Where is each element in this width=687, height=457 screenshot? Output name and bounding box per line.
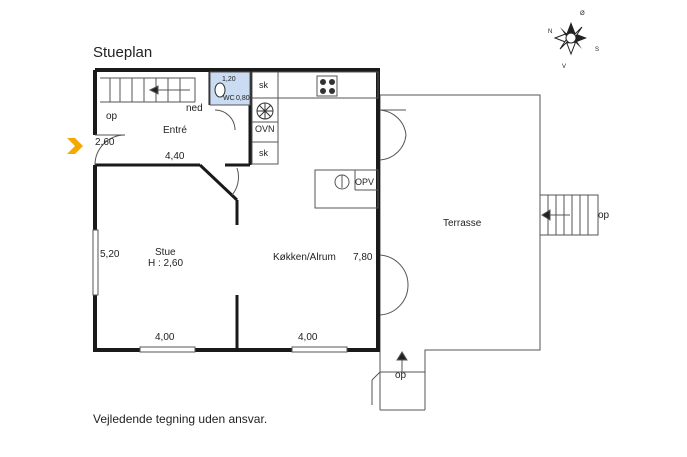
terrace-door-lower — [379, 254, 409, 316]
plan-title: Stueplan — [93, 44, 153, 61]
oven-label: OVN — [255, 124, 275, 134]
interior-walls — [95, 70, 252, 350]
interior-door — [231, 167, 239, 196]
entry-dim-bottom: 4,40 — [165, 151, 185, 162]
lower-stair-op-label: op — [395, 370, 407, 381]
entry-stair — [100, 77, 196, 103]
living-dim-side: 5,20 — [100, 249, 120, 260]
entry-door — [94, 134, 126, 166]
entry-dim-left: 2,60 — [95, 137, 115, 148]
terrace-name: Terrasse — [443, 218, 482, 229]
kitchen-dim-bottom: 4,00 — [298, 332, 318, 343]
wc-dim-w: 1,20 — [222, 76, 236, 83]
living-name: Stue — [155, 247, 176, 258]
hob-icon — [316, 75, 338, 97]
entry-label: Entré — [163, 125, 187, 136]
compass-v: V — [562, 64, 566, 70]
entry-arrow-icon — [67, 138, 83, 154]
living-height: H : 2,60 — [148, 258, 183, 269]
sk-bottom-label: sk — [259, 148, 269, 158]
kitchen-counter — [251, 71, 379, 165]
stair-ned-label: ned — [186, 103, 203, 114]
compass-icon — [553, 22, 587, 56]
kitchen-name: Køkken/Alrum — [273, 252, 336, 263]
stair-op-label: op — [106, 111, 118, 122]
terrace-stair-op-label: op — [598, 210, 610, 221]
kitchen-island — [314, 169, 379, 209]
room-labels: N S V Ø op ned Entré 2,60 4,40 1,20 WC 0… — [95, 11, 610, 381]
compass-s: S — [595, 47, 599, 53]
wc-label: WC — [223, 95, 235, 102]
compass-o: Ø — [580, 11, 585, 17]
kitchen-dim-side: 7,80 — [353, 252, 373, 263]
windows — [92, 229, 348, 353]
wc-room — [209, 71, 251, 131]
terrace-stair — [539, 194, 599, 236]
lower-stair — [371, 351, 425, 405]
fan-icon — [256, 102, 274, 120]
terrace-door-upper — [379, 109, 407, 161]
sk-top-label: sk — [259, 80, 269, 90]
wc-dim-d: 0,80 — [236, 95, 250, 102]
compass-n: N — [548, 29, 552, 35]
living-dim-bottom: 4,00 — [155, 332, 175, 343]
dishwasher-label: OPV — [355, 177, 374, 187]
disclaimer: Vejledende tegning uden ansvar. — [93, 412, 268, 426]
